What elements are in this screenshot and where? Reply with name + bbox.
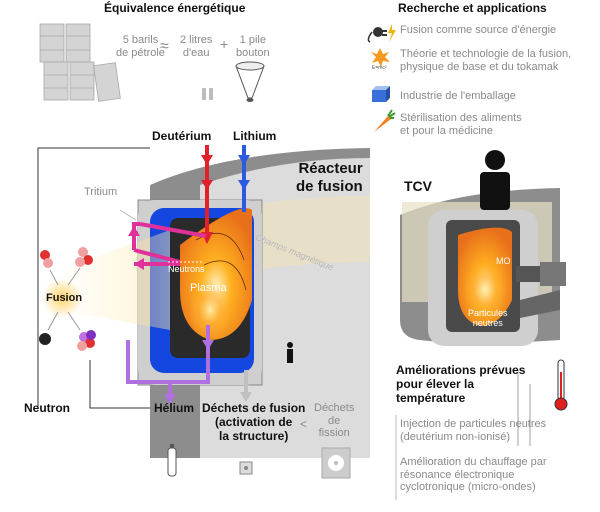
fusion-reaction-diagram xyxy=(39,247,96,351)
plasma-label: Plasma xyxy=(190,282,227,294)
oil-barrels-icon xyxy=(39,23,121,102)
tcv-label: TCV xyxy=(404,178,432,194)
approx-sign: ≈ xyxy=(160,38,169,55)
research-title: Recherche et applications xyxy=(398,1,547,15)
research-item-theory: Théorie et technologie de la fusion,phys… xyxy=(400,48,572,73)
helium-label: Hélium xyxy=(154,401,195,415)
plug-bolt-icon xyxy=(367,24,396,43)
energy-title: Équivalence énergétique xyxy=(104,1,246,15)
fusion-label: Fusion xyxy=(46,292,83,304)
lithium-label: Lithium xyxy=(233,129,277,143)
plus-sign: + xyxy=(220,36,229,52)
carrot-icon xyxy=(374,109,396,132)
person-icon-large xyxy=(480,150,510,210)
water-vials-icon xyxy=(202,88,213,100)
helium-cylinder-icon xyxy=(167,444,177,477)
person-icon-small xyxy=(287,342,293,363)
package-box-icon xyxy=(372,86,390,102)
radioactive-drum-icon xyxy=(321,447,351,479)
thermometer-icon xyxy=(554,359,568,411)
waste-drum-icon xyxy=(239,461,253,475)
mo-label: MO xyxy=(496,256,511,266)
research-item-packaging: Industrie de l'emballage xyxy=(400,90,516,102)
tritium-label: Tritium xyxy=(84,186,118,198)
fusion-star-icon xyxy=(371,48,390,67)
less-than-sign: < xyxy=(300,417,308,431)
deuterium-label: Deutérium xyxy=(152,129,212,143)
neutrons-label: Neutrons xyxy=(168,264,205,274)
button-battery-icon xyxy=(235,61,265,102)
injection-item: Injection de particules neutres(deutériu… xyxy=(400,418,547,443)
research-item-energy: Fusion comme source d'énergie xyxy=(400,24,557,36)
neutron-label: Neutron xyxy=(24,401,70,415)
emc2-label: E=mc² xyxy=(372,65,387,71)
